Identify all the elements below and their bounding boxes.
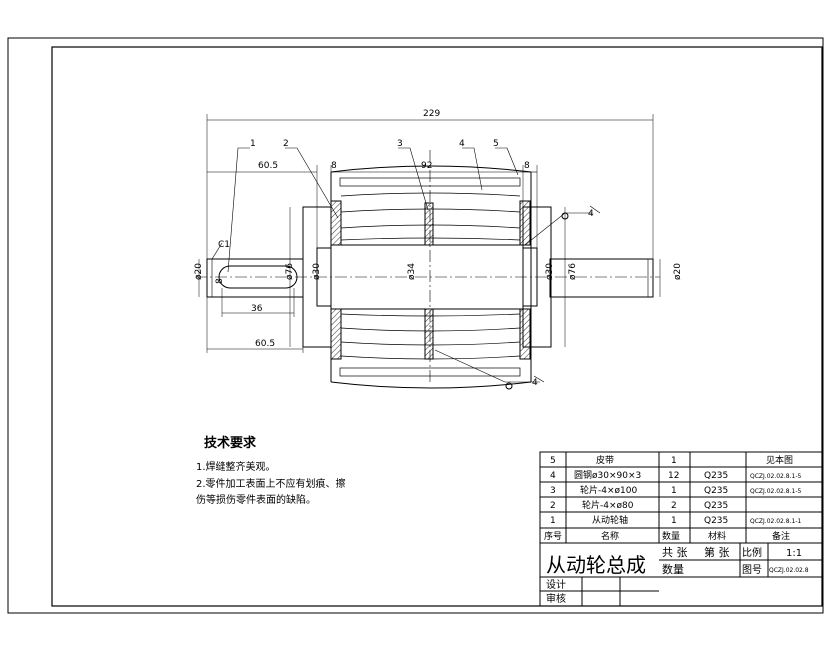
dim-dia76-right: ø76: [568, 263, 578, 280]
dim-8-left: 8: [331, 161, 337, 171]
balloon-2: 2: [283, 139, 289, 149]
quantity-label: 数量: [662, 563, 684, 576]
drawing-no: QCZJ.02.02.8: [769, 567, 809, 574]
notes-title: 技术要求: [204, 435, 257, 451]
bom-row-2-material: Q235: [704, 501, 728, 511]
bom-row-4-no: 4: [550, 471, 556, 481]
bom-row-5-qty: 1: [671, 456, 677, 466]
bom-row-4-name: 圆钢ø30×90×3: [574, 469, 641, 481]
scale-label: 比例: [742, 546, 762, 559]
balloon-3: 3: [397, 139, 403, 149]
balloon-5: 5: [493, 139, 499, 149]
bom-rows: 5 皮带 1 见本图 4 圆钢ø30×90×3 12 Q235 QCZJ.02.…: [544, 454, 801, 542]
dim-dia20-right: ø20: [673, 263, 683, 280]
bom-row-3-no: 3: [550, 486, 556, 496]
bom-row-4-material: Q235: [704, 471, 728, 481]
bom-row-3-name: 轮片-4×ø100: [580, 484, 637, 496]
bom-row-3-qty: 1: [671, 486, 677, 496]
dim-dia30-left: ø30: [312, 263, 322, 280]
total-sheets: 共 张: [662, 546, 688, 559]
bom-row-5-name: 皮带: [596, 454, 614, 466]
dim-dia76-left: ø76: [285, 263, 295, 280]
notes-line1: 1.焊缝整齐美观。: [196, 460, 276, 473]
bom-row-1-no: 1: [550, 516, 556, 526]
notes-line2a: 2.零件加工表面上不应有划痕、擦: [196, 477, 346, 490]
bom-row-4-remark: QCZJ.02.02.8.1-5: [750, 473, 801, 480]
outer-border: [7, 37, 824, 614]
drawing-no-label: 图号: [742, 564, 762, 576]
bom-row-1-remark: QCZJ.02.02.8.1-1: [750, 518, 801, 525]
weld-symbol-upper: 4: [588, 209, 594, 219]
dim-dia30-right: ø30: [545, 263, 555, 280]
bom-row-2-name: 轮片-4×ø80: [582, 499, 634, 511]
bom-row-3-material: Q235: [704, 486, 728, 496]
scale-value: 1:1: [786, 548, 802, 559]
designer-label: 设计: [546, 578, 566, 591]
sheet-no: 第 张: [704, 545, 730, 559]
assembly-view: [195, 114, 661, 390]
bom-row-5-remark: 见本图: [766, 454, 793, 466]
dim-overall: 229: [423, 109, 440, 119]
dim-dia20-left: ø20: [194, 263, 204, 280]
reviewer-label: 审核: [546, 592, 566, 605]
dim-60-5-bottom: 60.5: [255, 339, 275, 349]
bom-header-qty: 数量: [662, 530, 680, 542]
bom-row-3-remark: QCZJ.02.02.8.1-5: [750, 488, 801, 495]
dim-chamfer: C1: [218, 240, 230, 250]
dim-key-8: 8: [215, 278, 225, 284]
bom-row-2-no: 2: [550, 501, 556, 511]
dim-60-5-top: 60.5: [258, 161, 278, 171]
bom-table: [539, 451, 823, 607]
notes-line2b: 伤等损伤零件表面的缺陷。: [196, 493, 316, 506]
bom-header-material: 材料: [708, 530, 726, 542]
bom-row-1-material: Q235: [704, 516, 728, 526]
dim-dia34: ø34: [407, 263, 417, 280]
inner-border: [51, 46, 823, 607]
bom-header-remark: 备注: [772, 530, 790, 542]
dim-8-right: 8: [524, 161, 530, 171]
bom-row-2-qty: 2: [671, 501, 677, 511]
bom-row-4-qty: 12: [668, 471, 679, 481]
bom-row-1-name: 从动轮轴: [592, 514, 628, 526]
dim-36: 36: [251, 304, 263, 314]
bom-row-1-qty: 1: [671, 516, 677, 526]
balloon-1: 1: [250, 139, 256, 149]
dim-92: 92: [421, 161, 432, 171]
balloon-4: 4: [459, 139, 465, 149]
bom-header-no: 序号: [544, 530, 562, 542]
weld-symbol-lower: 4: [532, 378, 538, 388]
drawing-title: 从动轮总成: [546, 553, 646, 577]
bom-header-name: 名称: [601, 530, 619, 542]
bom-row-5-no: 5: [550, 456, 556, 466]
